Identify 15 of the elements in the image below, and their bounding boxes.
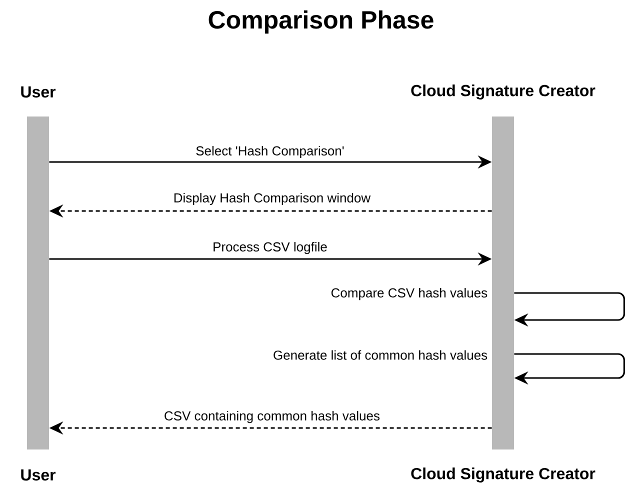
lifeline-heading: Cloud Signature Creator: [411, 468, 596, 482]
message-label: Display Hash Comparison window: [172, 192, 372, 206]
message-label: Process CSV logfile: [212, 240, 328, 256]
message-label: CSV containing common hash values: [162, 410, 382, 424]
lifeline-heading: Cloud Signature Creator: [411, 84, 596, 100]
message-label: Generate list of common hash values: [272, 349, 489, 361]
lifeline-heading: User: [21, 86, 56, 98]
self-message-arrow: [514, 353, 625, 385]
message-label: Select 'Hash Comparison': [194, 144, 346, 160]
lifeline-bar: [27, 116, 49, 450]
title: Comparison Phase: [208, 10, 434, 34]
lifeline-heading: User: [21, 469, 56, 481]
lifeline-bar: [492, 116, 514, 450]
message-label: Compare CSV hash values: [330, 286, 489, 302]
self-message-arrow: [514, 292, 625, 327]
